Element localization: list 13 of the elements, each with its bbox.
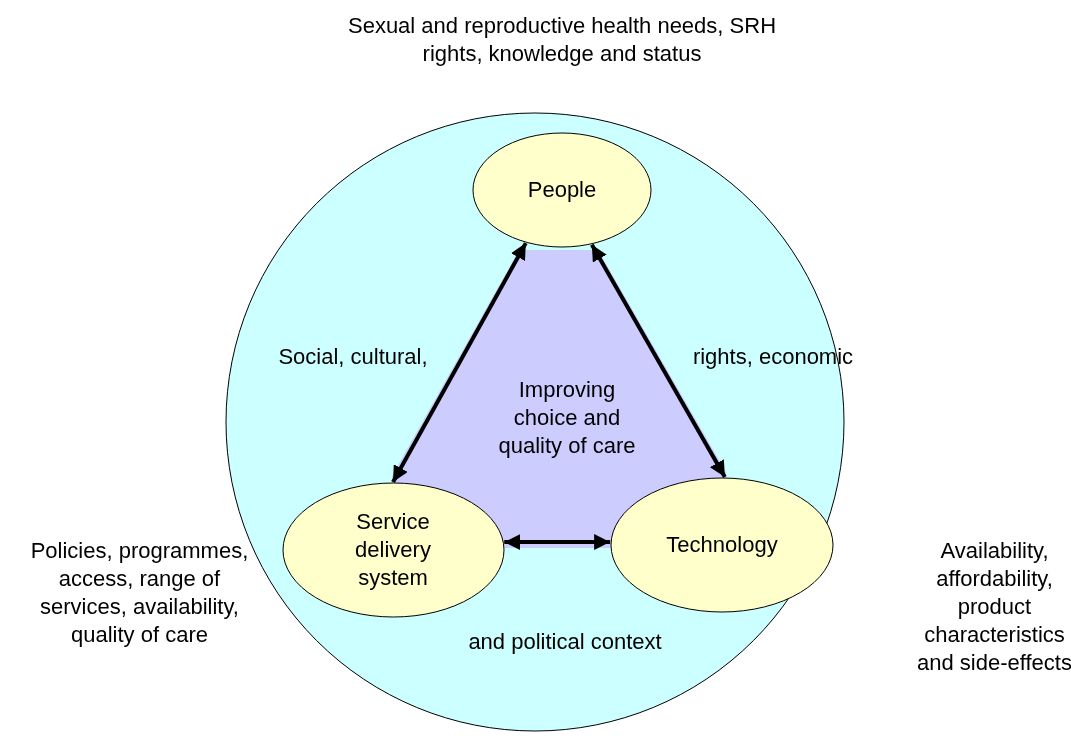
node-label: Technology bbox=[665, 531, 779, 559]
context-text: Social, cultural, bbox=[277, 343, 429, 371]
annotation-text: Availability, affordability, product characteristics and side-effects bbox=[916, 537, 1071, 677]
annotation-text: Sexual and reproductive health needs, SRH rights, knowledge and status bbox=[346, 12, 777, 68]
double-arrow bbox=[590, 243, 727, 478]
annotation-text: Policies, programmes, access, range of services, availability, quality of care bbox=[29, 537, 250, 649]
node-label: Improving choice and quality of care bbox=[497, 376, 637, 460]
double-arrow bbox=[504, 534, 611, 551]
node-label: People bbox=[526, 176, 598, 204]
double-arrow bbox=[391, 242, 528, 483]
context-text: rights, economic bbox=[691, 343, 855, 371]
context-text: and political context bbox=[467, 628, 663, 656]
node-label: Service delivery system bbox=[354, 508, 432, 592]
